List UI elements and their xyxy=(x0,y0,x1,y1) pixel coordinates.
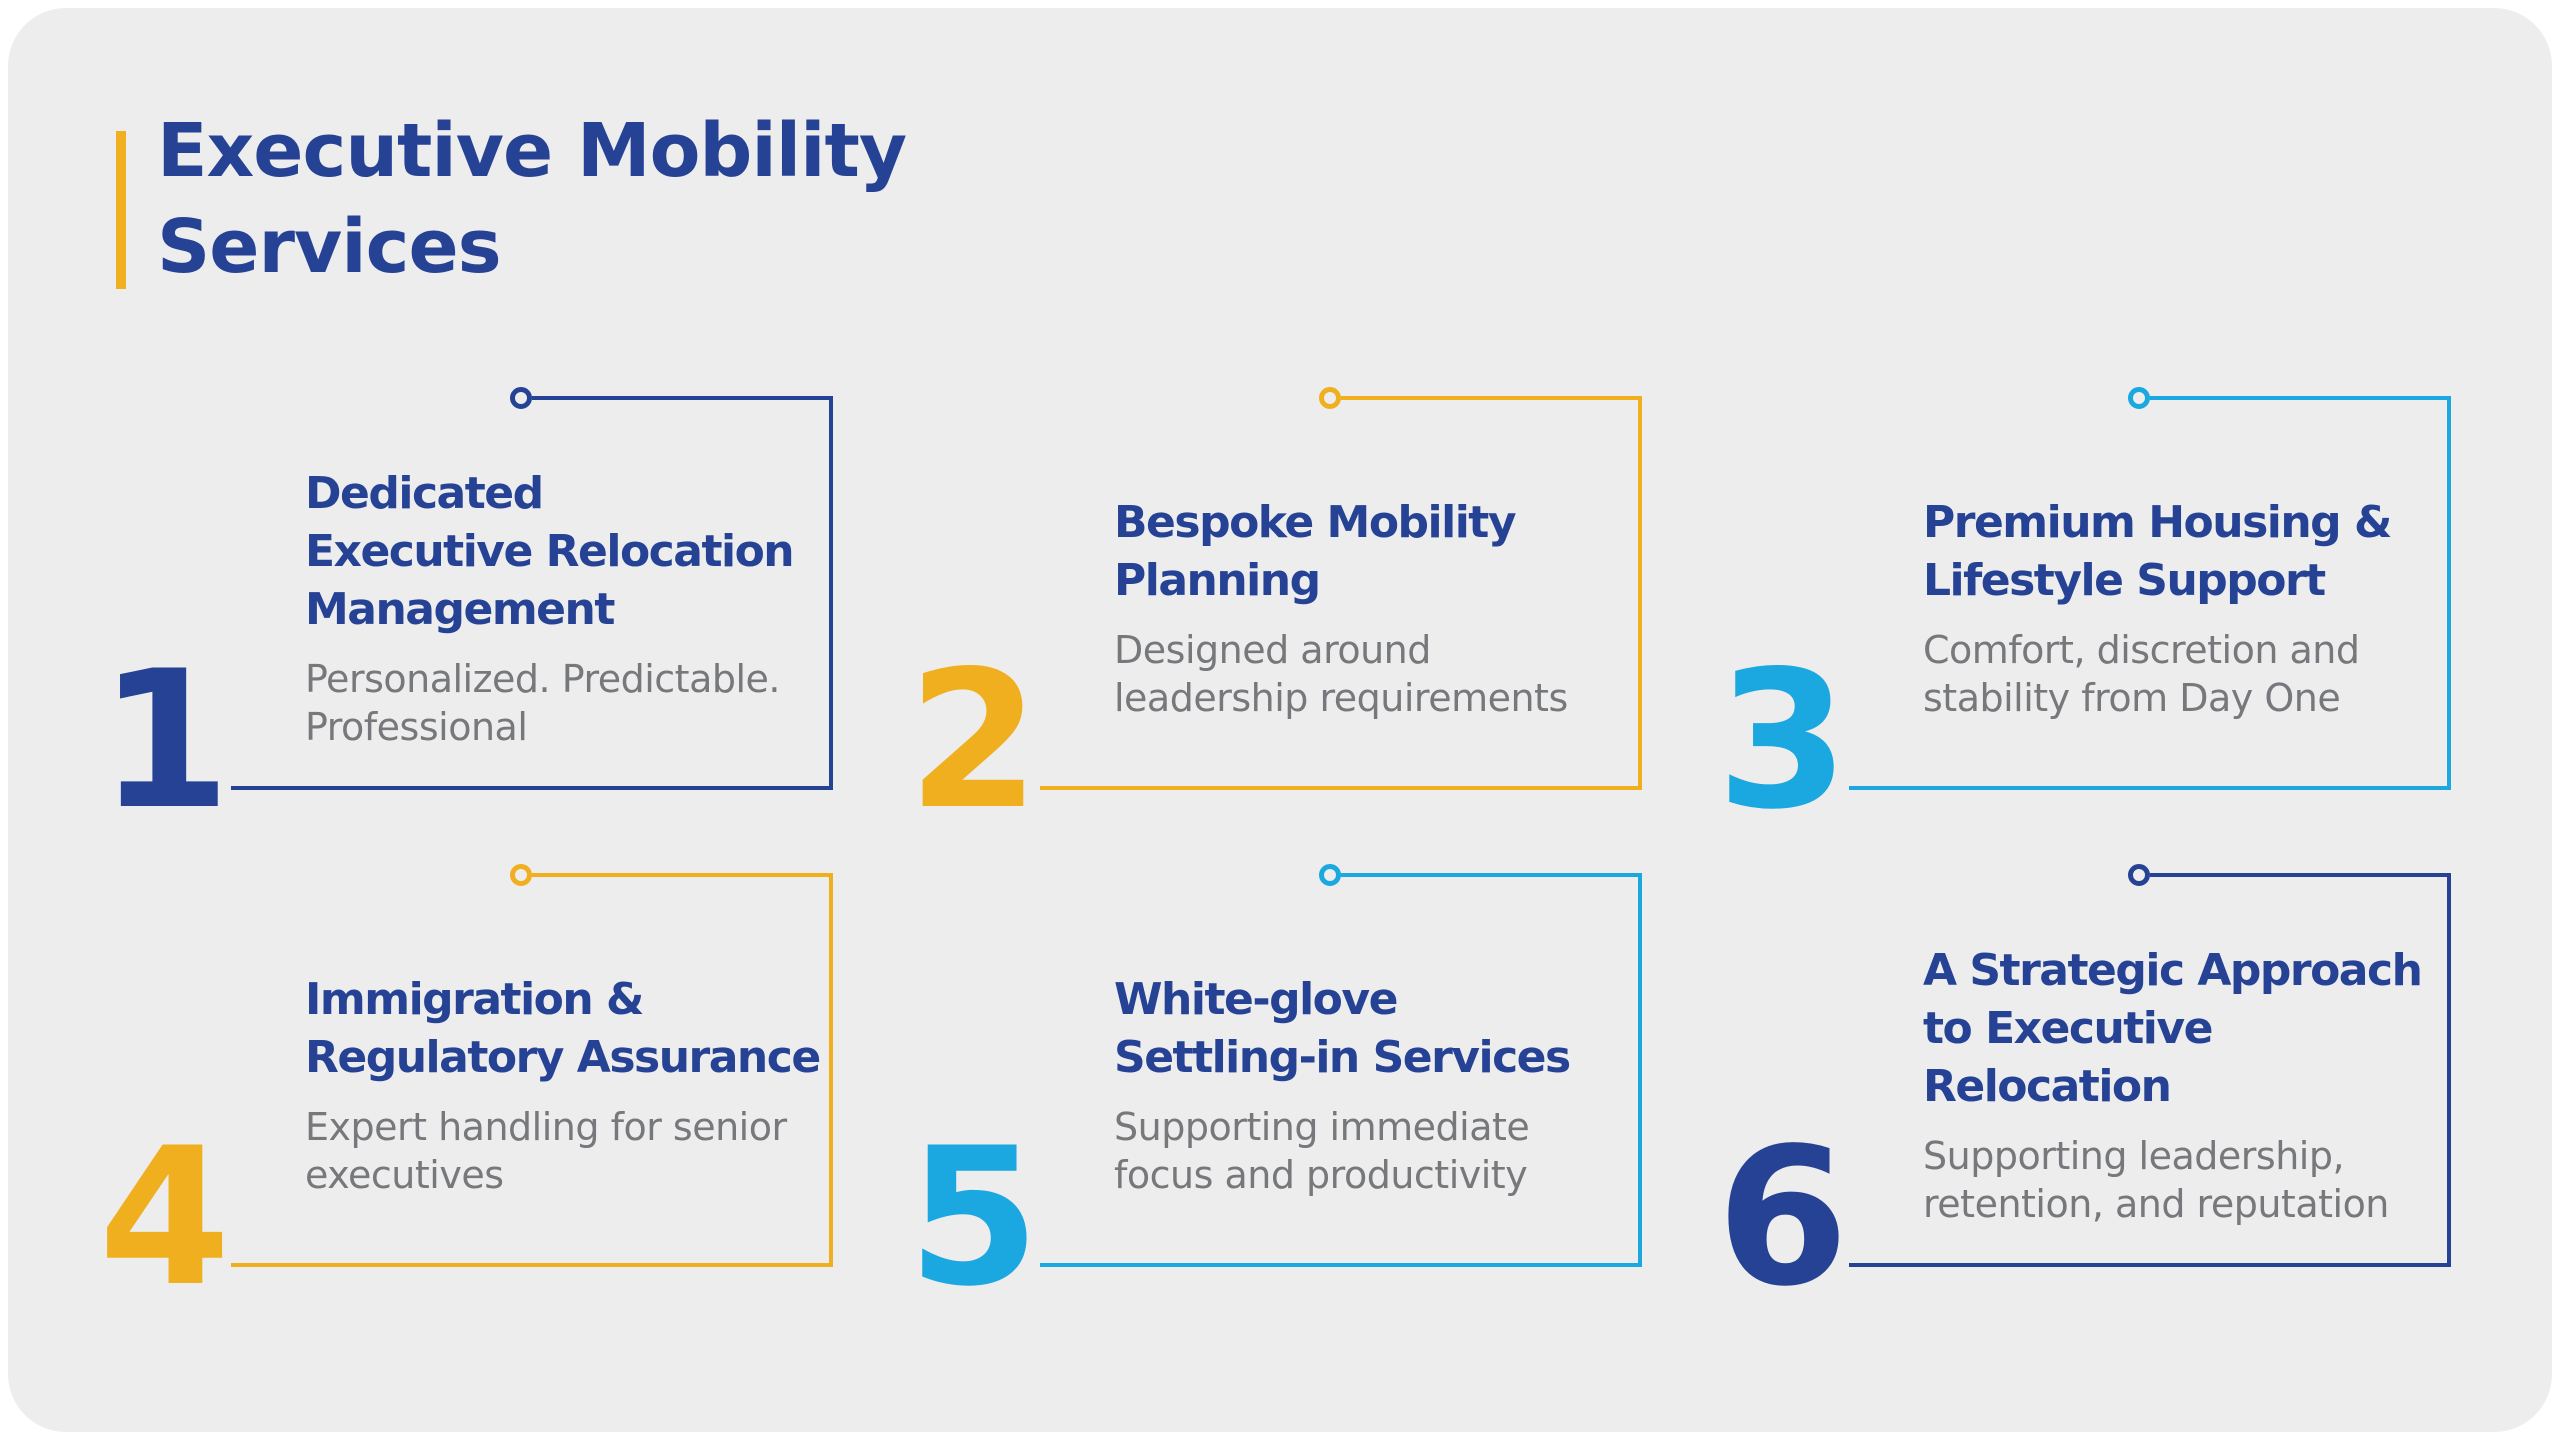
connector-top-line xyxy=(2150,873,2451,877)
service-card-4: 4 Immigration & Regulatory Assurance Exp… xyxy=(99,864,833,1313)
card-title: Premium Housing & Lifestyle Support xyxy=(1923,497,2392,606)
connector-dot-icon xyxy=(2128,387,2150,409)
card-content: Dedicated Executive Relocation Managemen… xyxy=(183,396,833,790)
box-bottom-border xyxy=(1849,786,2451,790)
title-accent-bar xyxy=(116,131,126,289)
card-content: Bespoke Mobility Planning Designed aroun… xyxy=(992,396,1642,790)
box-right-border xyxy=(2447,875,2451,1267)
background-card xyxy=(8,8,2552,1432)
box-bottom-border xyxy=(231,786,833,790)
box-right-border xyxy=(1638,398,1642,790)
card-subtitle: Supporting immediate focus and productiv… xyxy=(1114,1105,1530,1197)
card-content: Premium Housing & Lifestyle Support Comf… xyxy=(1801,396,2451,790)
card-title: Dedicated Executive Relocation Managemen… xyxy=(305,468,795,635)
service-card-5: 5 White-glove Settling-in Services Suppo… xyxy=(908,864,1642,1313)
step-number: 4 xyxy=(98,1107,231,1328)
service-card-6: 6 A Strategic Approach to Executive Relo… xyxy=(1717,864,2451,1313)
step-number: 3 xyxy=(1716,630,1849,851)
card-content: A Strategic Approach to Executive Reloca… xyxy=(1801,873,2451,1267)
step-number: 5 xyxy=(907,1107,1040,1328)
connector-dot-icon xyxy=(510,387,532,409)
step-number: 2 xyxy=(907,630,1040,851)
card-subtitle: Expert handling for senior executives xyxy=(305,1105,787,1197)
service-card-2: 2 Bespoke Mobility Planning Designed aro… xyxy=(908,387,1642,836)
page-title: Executive Mobility Services xyxy=(157,108,907,290)
card-title: Immigration & Regulatory Assurance xyxy=(305,974,821,1083)
box-right-border xyxy=(829,875,833,1267)
connector-top-line xyxy=(1341,873,1642,877)
connector-dot-icon xyxy=(1319,387,1341,409)
card-subtitle: Supporting leadership, retention, and re… xyxy=(1923,1134,2389,1226)
step-number: 1 xyxy=(98,630,231,851)
connector-top-line xyxy=(532,873,833,877)
card-subtitle: Personalized. Predictable. Professional xyxy=(305,657,781,749)
step-number: 6 xyxy=(1716,1107,1849,1328)
card-subtitle: Comfort, discretion and stability from D… xyxy=(1923,628,2360,720)
card-title: White-glove Settling-in Services xyxy=(1114,974,1571,1083)
box-right-border xyxy=(829,398,833,790)
card-subtitle: Designed around leadership requirements xyxy=(1114,628,1568,720)
box-bottom-border xyxy=(231,1263,833,1267)
card-content: White-glove Settling-in Services Support… xyxy=(992,873,1642,1267)
connector-dot-icon xyxy=(2128,864,2150,886)
connector-top-line xyxy=(2150,396,2451,400)
card-content: Immigration & Regulatory Assurance Exper… xyxy=(183,873,833,1267)
card-title: Bespoke Mobility Planning xyxy=(1114,497,1517,606)
service-card-1: 1 Dedicated Executive Relocation Managem… xyxy=(99,387,833,836)
box-bottom-border xyxy=(1849,1263,2451,1267)
card-title: A Strategic Approach to Executive Reloca… xyxy=(1923,945,2423,1112)
box-right-border xyxy=(2447,398,2451,790)
connector-top-line xyxy=(532,396,833,400)
service-card-3: 3 Premium Housing & Lifestyle Support Co… xyxy=(1717,387,2451,836)
connector-top-line xyxy=(1341,396,1642,400)
box-bottom-border xyxy=(1040,1263,1642,1267)
box-bottom-border xyxy=(1040,786,1642,790)
connector-dot-icon xyxy=(1319,864,1341,886)
connector-dot-icon xyxy=(510,864,532,886)
box-right-border xyxy=(1638,875,1642,1267)
